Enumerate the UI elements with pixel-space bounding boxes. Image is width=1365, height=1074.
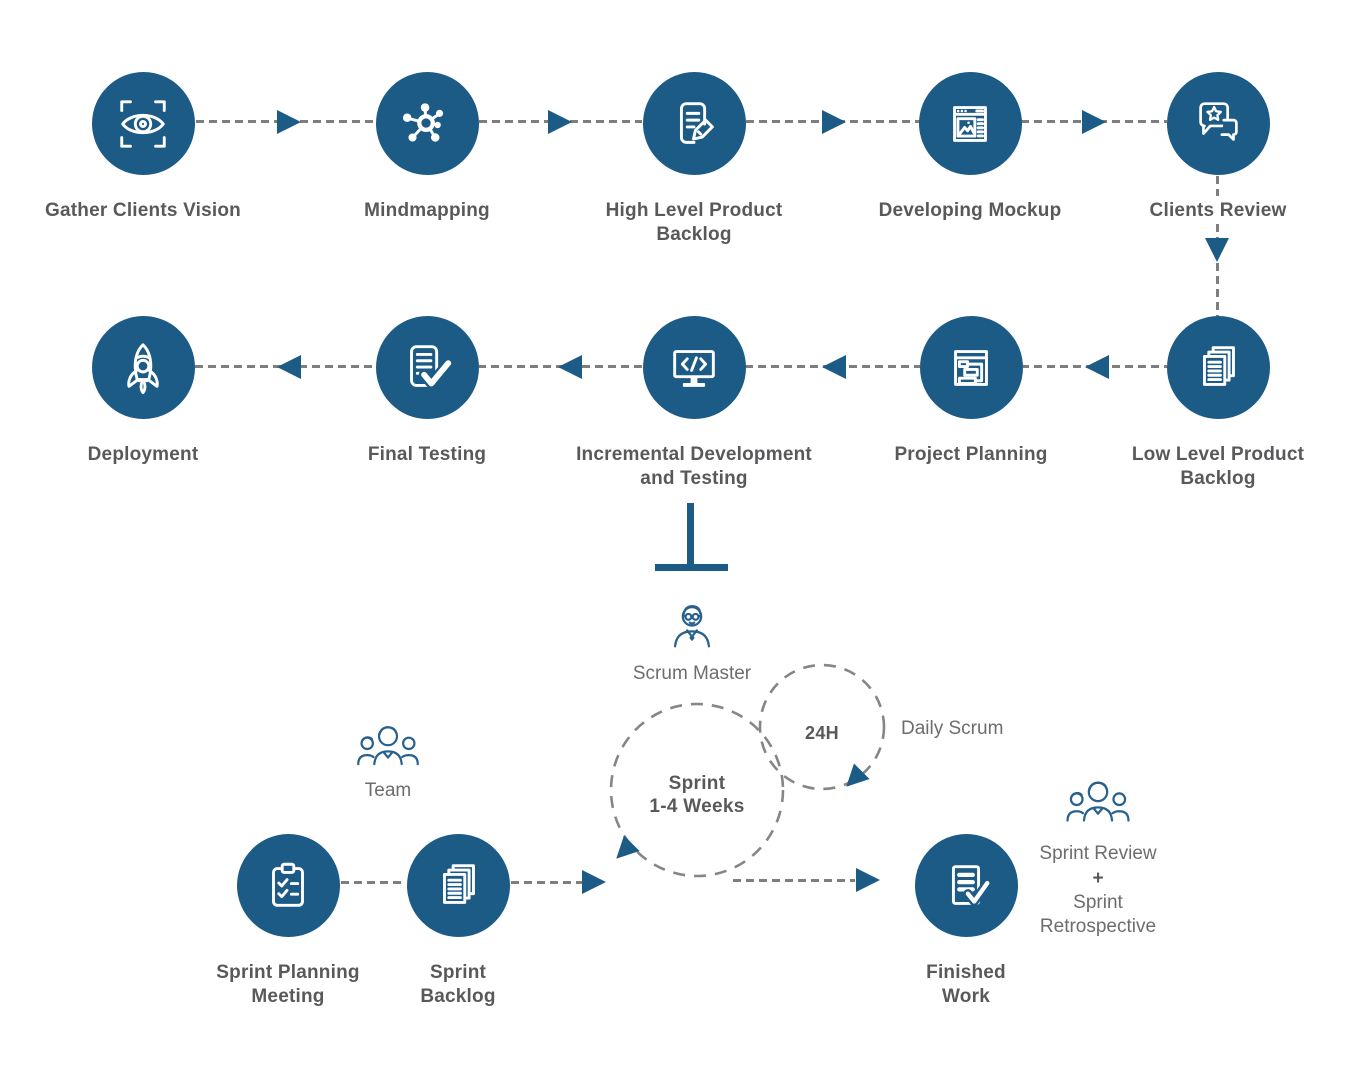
document-edit-icon: [679, 101, 714, 144]
document-check-icon: [410, 344, 454, 389]
node-circle: [642, 72, 746, 175]
node-circle: [914, 834, 1018, 937]
mindmap-hub-icon: [402, 102, 444, 142]
node-label: Mindmapping: [364, 200, 490, 221]
browser-mockup-icon: [953, 105, 987, 142]
node-label: Low Level Product Backlog: [1131, 444, 1305, 489]
flow-node-sprint-backlog: Sprint Backlog: [406, 834, 510, 1009]
arrow-left-icon: [558, 355, 582, 379]
team-people-icon: [1066, 781, 1130, 822]
arrow-down-icon: [1205, 238, 1229, 262]
node-label: Incremental Development and Testing: [576, 444, 812, 489]
node-circle: [1166, 316, 1270, 419]
sprint-review-label: Sprint Review: [1039, 843, 1157, 864]
dashed-connector: [733, 879, 855, 882]
node-circle: [375, 72, 479, 175]
node-circle: [91, 72, 195, 175]
flow-node-project-planning: Project Planning: [871, 316, 1071, 467]
solid-connector: [687, 503, 694, 567]
node-circle: [918, 72, 1022, 175]
scrum-master-person-icon: [673, 605, 711, 648]
flow-node-deployment: Deployment: [58, 316, 228, 467]
sprint-loop-text: Sprint 1-4 Weeks: [617, 772, 777, 818]
node-circle: [1166, 72, 1270, 175]
team-label: Team: [364, 780, 412, 801]
dashed-connector: [1216, 224, 1219, 316]
node-label: Clients Review: [1149, 200, 1287, 221]
scrum-master-label: Scrum Master: [632, 663, 752, 684]
node-label: Developing Mockup: [878, 200, 1062, 221]
document-check-outline-icon: [951, 864, 992, 906]
node-circle: [406, 834, 510, 937]
flow-node-clients-review: Clients Review: [1133, 72, 1303, 223]
sprint-retrospective-label: Sprint Retrospective: [1039, 892, 1157, 937]
dashed-connector: [1216, 176, 1219, 196]
node-label: High Level Product Backlog: [605, 200, 783, 245]
eye-viewfinder-icon: [120, 99, 166, 148]
stacked-documents-icon: [443, 863, 475, 904]
chat-star-icon: [1199, 101, 1238, 141]
flow-node-sprint-planning-meeting: Sprint Planning Meeting: [208, 834, 368, 1009]
flow-node-final-testing: Final Testing: [342, 316, 512, 467]
flow-node-mindmapping: Mindmapping: [327, 72, 527, 223]
sprint-loop-circle: [609, 702, 785, 878]
plus-sign: +: [1092, 868, 1104, 889]
node-label: Project Planning: [894, 444, 1048, 465]
flow-node-gather-clients-vision: Gather Clients Vision: [33, 72, 253, 223]
node-label: Sprint Planning Meeting: [216, 962, 360, 1007]
daily-scrum-loop-circle: [758, 663, 886, 791]
rocket-icon: [127, 342, 159, 394]
node-circle: [375, 316, 479, 419]
dashed-connector: [341, 881, 406, 884]
stacked-documents-icon: [1203, 345, 1235, 386]
arrow-right-icon: [822, 110, 846, 134]
flow-node-high-level-product-backlog: High Level Product Backlog: [599, 72, 789, 247]
arrow-left-icon: [1085, 355, 1109, 379]
sprint-review-block: Sprint Review + Sprint Retrospective: [1020, 842, 1176, 939]
sprint-loop-line2: 1-4 Weeks: [649, 796, 745, 817]
flow-node-low-level-product-backlog: Low Level Product Backlog: [1123, 316, 1313, 491]
arrow-right-icon: [582, 870, 606, 894]
flow-node-finished-work: Finished Work: [911, 834, 1021, 1009]
flow-node-incremental-development: Incremental Development and Testing: [569, 316, 819, 491]
arrow-left-icon: [822, 355, 846, 379]
flow-node-developing-mockup: Developing Mockup: [865, 72, 1075, 223]
daily-loop-badge: 24H: [805, 723, 839, 743]
node-label: Deployment: [87, 444, 199, 465]
sprint-loop-line1: Sprint: [668, 773, 726, 794]
node-circle: [642, 316, 746, 419]
arrow-left-icon: [277, 355, 301, 379]
node-label: Gather Clients Vision: [44, 200, 241, 221]
node-label: Finished Work: [926, 962, 1006, 1007]
node-label: Final Testing: [367, 444, 487, 465]
node-circle: [91, 316, 195, 419]
code-monitor-icon: [673, 349, 715, 387]
arrow-right-icon: [277, 110, 301, 134]
node-circle: [236, 834, 340, 937]
arrow-right-icon: [856, 868, 880, 892]
node-label: Sprint Backlog: [420, 962, 496, 1007]
dashed-connector: [511, 881, 599, 884]
team-people-icon: [357, 726, 419, 766]
node-circle: [919, 316, 1023, 419]
arrow-right-icon: [1082, 110, 1106, 134]
clipboard-checklist-icon: [272, 862, 304, 907]
planning-window-icon: [954, 349, 988, 386]
solid-connector: [655, 564, 728, 571]
arrow-right-icon: [548, 110, 572, 134]
daily-scrum-label: Daily Scrum: [901, 718, 1004, 739]
